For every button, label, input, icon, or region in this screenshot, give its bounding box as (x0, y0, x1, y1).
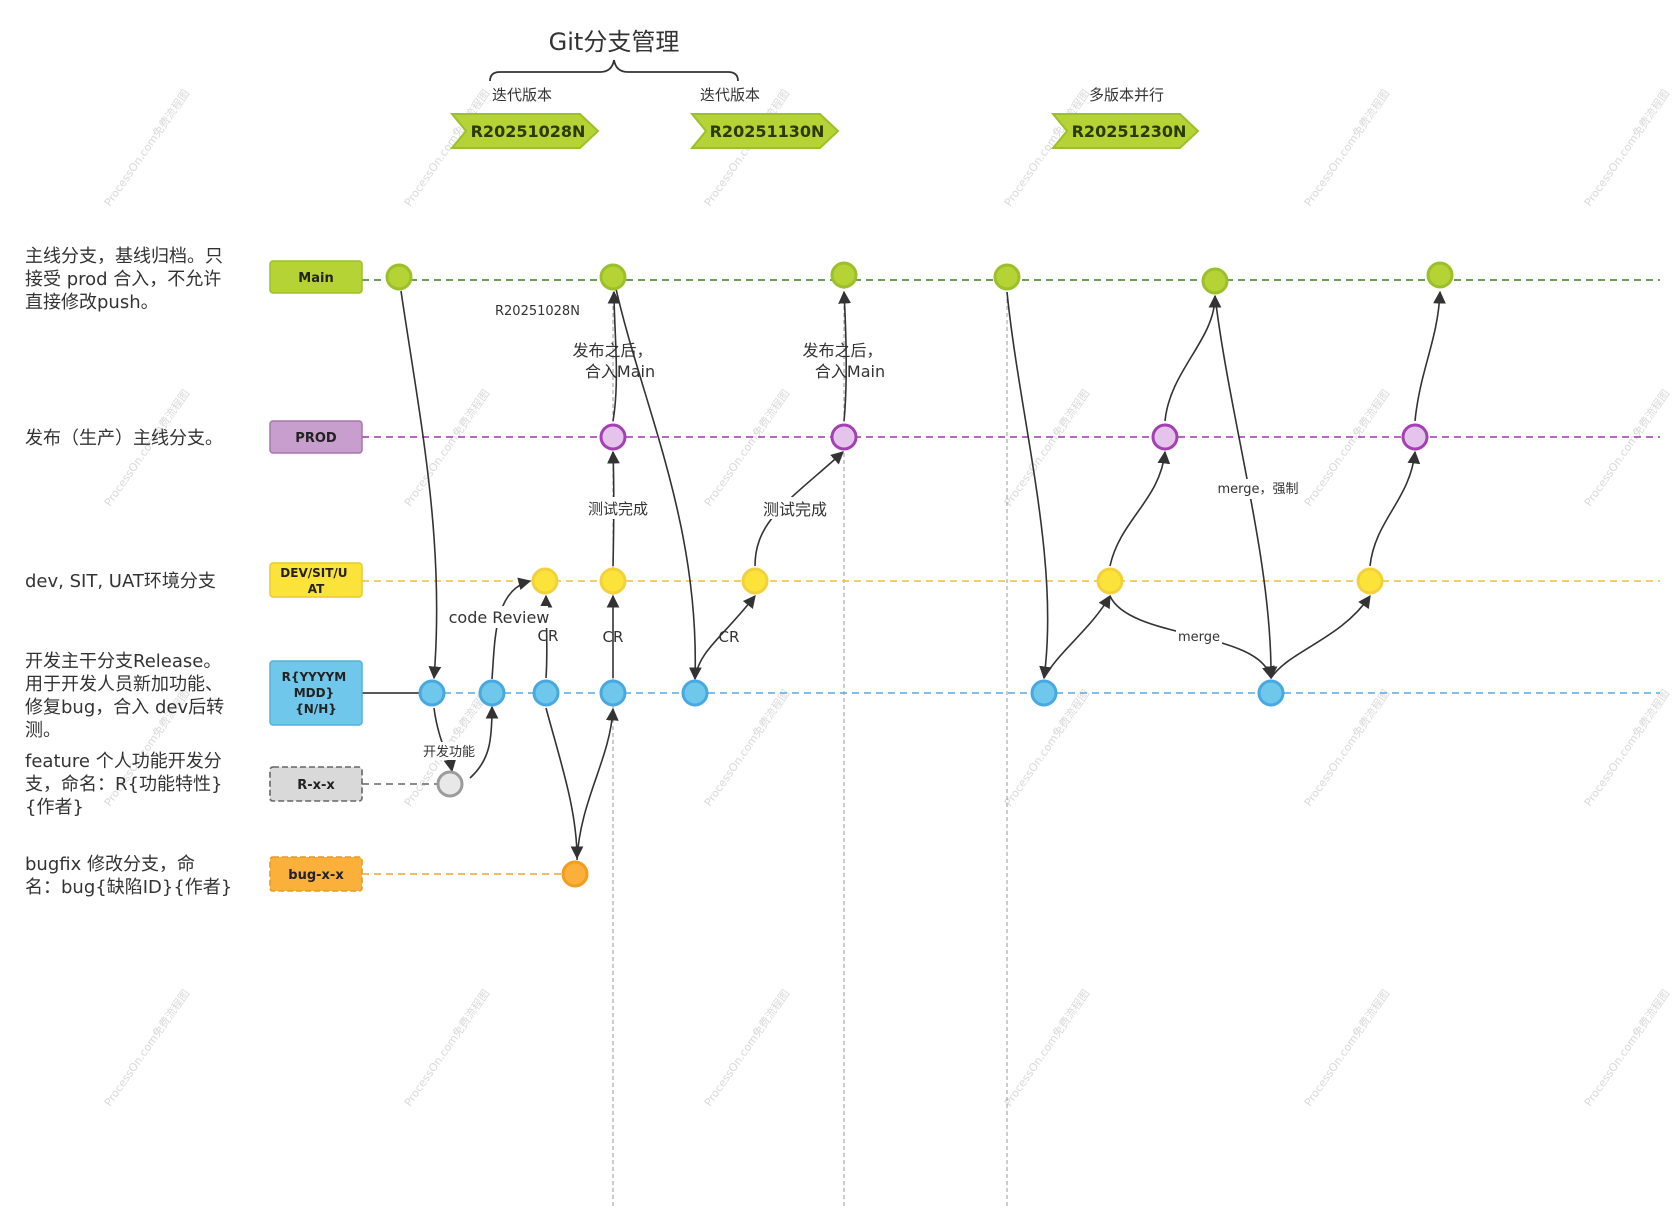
version-tag-2: 迭代版本 R20251130N (689, 86, 840, 149)
bugfix-lane-description: bugfix 修改分支，命 名：bug{缺陷ID}{作者} (25, 854, 232, 898)
release-commit (418, 679, 446, 707)
lane-labels: Main PROD DEV/SIT/U AT R{YYYYM MDD} {N/H… (269, 260, 363, 892)
prod-commit (1401, 423, 1429, 451)
watermark-text: ProcessOn.com免费流程图 (401, 987, 492, 1109)
release-commit (1257, 679, 1285, 707)
feature-branch-label-text: R-x-x (297, 778, 335, 793)
cr-note-2: CR (603, 628, 624, 646)
release-commit (1030, 679, 1058, 707)
watermark-text: ProcessOn.com免费流程图 (1301, 87, 1392, 209)
watermark-text: ProcessOn.com免费流程图 (1301, 387, 1392, 509)
main-commit (830, 261, 858, 289)
main-commit (1201, 267, 1229, 295)
bugfix-branch-label: bug-x-x (269, 856, 363, 892)
release-branch-label-text: R{YYYYM MDD} {N/H} (282, 670, 351, 716)
code-review-note: code Review (449, 608, 550, 627)
dev-commit (1356, 567, 1384, 595)
test-done-note-2: 测试完成 (763, 500, 827, 519)
release-branch-label: R{YYYYM MDD} {N/H} (269, 660, 363, 726)
main-version-note: R20251028N (495, 304, 580, 319)
release-marker-lines (612, 285, 1008, 1208)
watermark-text: ProcessOn.com免费流程图 (101, 87, 192, 209)
prod-commit (599, 423, 627, 451)
title-brace (489, 59, 739, 82)
release-commit (478, 679, 506, 707)
feature-lane-description: feature 个人功能开发分 支，命名：R{功能特性} {作者} (25, 751, 228, 818)
release-lane-description: 开发主干分支Release。 用于开发人员新加功能、 修复bug，合入 dev后… (25, 651, 230, 741)
watermark-text: ProcessOn.com免费流程图 (1581, 87, 1672, 209)
watermark-text: ProcessOn.com免费流程图 (1301, 987, 1392, 1109)
annotations: R20251028N 发布之后， 合入Main 发布之后， 合入Main 测试完… (418, 304, 1301, 760)
watermark-text: ProcessOn.com免费流程图 (1001, 387, 1092, 509)
main-commit (1426, 261, 1454, 289)
watermark-text: ProcessOn.com免费流程图 (701, 687, 792, 809)
dev-feature-note: 开发功能 (423, 744, 475, 760)
version-tag-1: 迭代版本 R20251028N (449, 86, 600, 149)
prod-commit (1151, 423, 1179, 451)
cr-note-3: CR (719, 628, 740, 646)
merge-force-note: merge，强制 (1217, 482, 1298, 497)
version-caption: 迭代版本 (492, 86, 552, 104)
version-caption: 多版本并行 (1089, 86, 1164, 104)
prod-lane-description: 发布（生产）主线分支。 (25, 428, 223, 449)
main-lane-description: 主线分支，基线归档。只 接受 prod 合入，不允许 直接修改push。 (25, 246, 229, 313)
prod-branch-label: PROD (269, 420, 363, 454)
main-commit (993, 263, 1021, 291)
prod-commit (830, 423, 858, 451)
bugfix-branch-label-text: bug-x-x (288, 868, 344, 883)
bugfix-commit (561, 860, 589, 888)
release-to-main-note-1: 发布之后， 合入Main (572, 341, 657, 381)
version-tag-3: 多版本并行 R20251230N (1050, 86, 1200, 149)
watermark-text: ProcessOn.com免费流程图 (1581, 387, 1672, 509)
lane-descriptions: 主线分支，基线归档。只 接受 prod 合入，不允许 直接修改push。 发布（… (25, 246, 232, 898)
feature-commit (436, 770, 464, 798)
diagram-title: Git分支管理 (549, 28, 680, 56)
dev-commit (741, 567, 769, 595)
watermark-text: ProcessOn.com免费流程图 (701, 387, 792, 509)
main-commit (385, 263, 413, 291)
dev-branch-label: DEV/SIT/U AT (269, 562, 363, 598)
release-commit (681, 679, 709, 707)
prod-branch-label-text: PROD (295, 431, 337, 446)
watermark-text: ProcessOn.com免费流程图 (701, 987, 792, 1109)
watermark-text: ProcessOn.com免费流程图 (401, 387, 492, 509)
dev-lane-description: dev, SIT, UAT环境分支 (25, 571, 216, 592)
main-branch-label: Main (269, 260, 363, 294)
watermark-text: ProcessOn.com免费流程图 (1001, 987, 1092, 1109)
version-caption: 迭代版本 (700, 86, 760, 104)
release-to-main-note-2: 发布之后， 合入Main (802, 341, 887, 381)
dev-branch-label-text: DEV/SIT/U AT (280, 566, 351, 596)
version-tag-label: R20251130N (710, 122, 825, 141)
merge-arrows (400, 279, 1446, 861)
feature-branch-label: R-x-x (269, 766, 363, 802)
dev-commit (1096, 567, 1124, 595)
main-branch-label-text: Main (298, 271, 333, 286)
watermark-text: ProcessOn.com免费流程图 (1581, 987, 1672, 1109)
cr-note-1: CR (538, 627, 559, 645)
test-done-note-1: 测试完成 (588, 500, 648, 518)
commit-nodes (385, 261, 1454, 888)
watermark-text: ProcessOn.com免费流程图 (1581, 687, 1672, 809)
dev-commit (531, 567, 559, 595)
release-commit (599, 679, 627, 707)
watermark-text: ProcessOn.com免费流程图 (1301, 687, 1392, 809)
dev-commit (599, 567, 627, 595)
watermark-text: ProcessOn.com免费流程图 (101, 987, 192, 1109)
version-tag-label: R20251230N (1072, 122, 1187, 141)
release-commit (532, 679, 560, 707)
merge-note: merge (1178, 630, 1220, 645)
main-commit (599, 263, 627, 291)
version-tag-label: R20251028N (471, 122, 586, 141)
